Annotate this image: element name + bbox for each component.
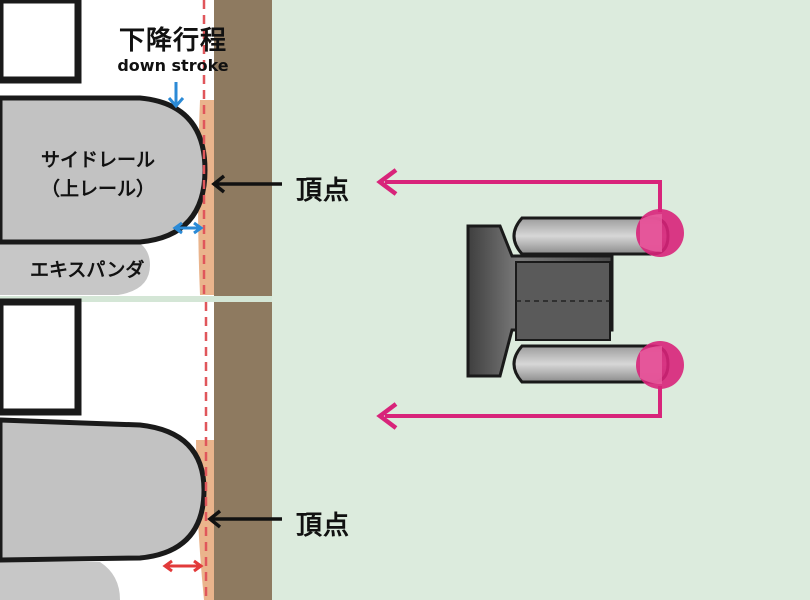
apex-pointer-top [211,174,282,194]
expander-shape-bottom [0,562,120,600]
side-rail-label-line1: サイドレール [40,149,155,171]
piston-bottom-upper [0,298,82,416]
projection-line-top [376,168,662,212]
ring-cross-section [466,216,670,384]
stroke-subtitle: down stroke [117,56,229,75]
blue-gap-arrow [172,221,204,235]
piston-top-upper [0,0,82,84]
apex-pointer-bottom [207,509,282,529]
projection-line-bottom [376,386,662,430]
side-rail-bottom [0,417,207,563]
down-stroke-arrow [167,82,185,109]
expander-label: エキスパンダ [30,259,145,281]
stroke-title: 下降行程 [118,26,227,56]
apex-label-top: 頂点 [296,176,351,206]
expander-shape-top [0,235,150,295]
apex-label-bottom: 頂点 [296,511,351,541]
panel-divider [0,296,272,302]
contact-point-bottom-highlight [640,346,662,384]
red-gap-arrow [162,559,204,573]
side-rail-label-line2: （上レール） [40,178,155,200]
contact-point-top-highlight [640,214,662,252]
